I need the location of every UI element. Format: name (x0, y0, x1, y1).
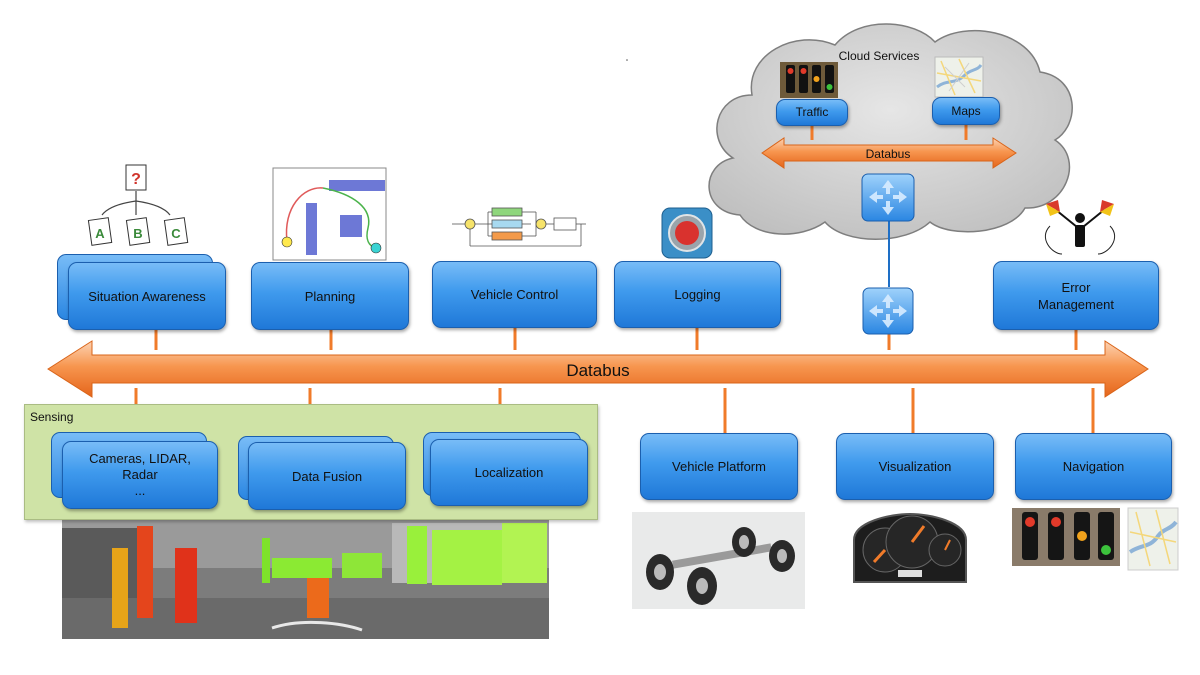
vehicle-control-label: Vehicle Control (470, 287, 559, 302)
error-management-label-line1: Error (1061, 279, 1091, 295)
data-fusion-label: Data Fusion (291, 468, 363, 484)
cloud-databus (761, 137, 1017, 169)
stray-dot (626, 59, 628, 61)
sensors-label-line3: ... (134, 483, 146, 498)
flagger-icon (1044, 200, 1116, 255)
sensors-label-line2: Radar (122, 467, 158, 482)
visualization-label: Visualization (878, 459, 952, 474)
router-icon-lower (862, 287, 914, 335)
decision-option-a: A (95, 226, 105, 241)
navigation-module[interactable]: Navigation (1015, 433, 1172, 500)
vehicle-platform-module[interactable]: Vehicle Platform (640, 433, 798, 500)
sensing-title: Sensing (30, 410, 74, 424)
navigation-traffic-lights-icon (1012, 508, 1120, 566)
decision-tree-icon: ? A B C (87, 164, 189, 246)
traffic-service-button[interactable]: Traffic (776, 99, 848, 126)
localization-label: Localization (474, 465, 544, 480)
lidar-street-scene-image (62, 518, 549, 639)
situation-awareness-module[interactable]: Situation Awareness (68, 262, 226, 330)
planning-map-icon (272, 167, 387, 261)
traffic-service-label: Traffic (795, 105, 829, 119)
planning-label: Planning (304, 288, 356, 304)
logging-label: Logging (674, 287, 721, 302)
upper-connectors (154, 328, 1078, 350)
record-icon (661, 207, 713, 259)
decision-option-b: B (133, 226, 142, 241)
error-management-module[interactable]: Error Management (993, 261, 1159, 330)
data-fusion-module[interactable]: Data Fusion (248, 442, 406, 510)
navigation-label: Navigation (1062, 459, 1125, 474)
main-databus-label: Databus (566, 361, 629, 380)
decision-option-c: C (171, 226, 181, 241)
vehicle-platform-label: Vehicle Platform (672, 459, 766, 474)
visualization-module[interactable]: Visualization (836, 433, 994, 500)
planning-module[interactable]: Planning (251, 262, 409, 330)
router-icon (861, 173, 915, 222)
maps-service-label: Maps (951, 103, 981, 118)
navigation-map-icon (1127, 507, 1179, 571)
map-thumbnail-icon (934, 56, 984, 98)
sensors-module[interactable]: Cameras, LIDAR, Radar ... (62, 441, 218, 509)
cloud-services-title: Cloud Services (839, 49, 920, 63)
decision-question-mark: ? (131, 171, 141, 188)
maps-service-button[interactable]: Maps (932, 97, 1000, 125)
vehicle-chassis-image (632, 512, 805, 609)
situation-awareness-label: Situation Awareness (88, 288, 206, 304)
localization-module[interactable]: Localization (430, 439, 588, 506)
cloud-databus-label: Databus (866, 147, 911, 161)
control-block-diagram-icon (452, 207, 586, 247)
cloud-bus-connectors (810, 124, 968, 140)
logging-module[interactable]: Logging (614, 261, 781, 328)
dashboard-gauge-icon (853, 512, 967, 583)
sensors-label-line1: Cameras, LIDAR, (89, 451, 191, 466)
main-databus (47, 340, 1149, 398)
traffic-lights-icon (780, 62, 838, 98)
error-management-label-line2: Management (1038, 296, 1114, 312)
vehicle-control-module[interactable]: Vehicle Control (432, 261, 597, 328)
